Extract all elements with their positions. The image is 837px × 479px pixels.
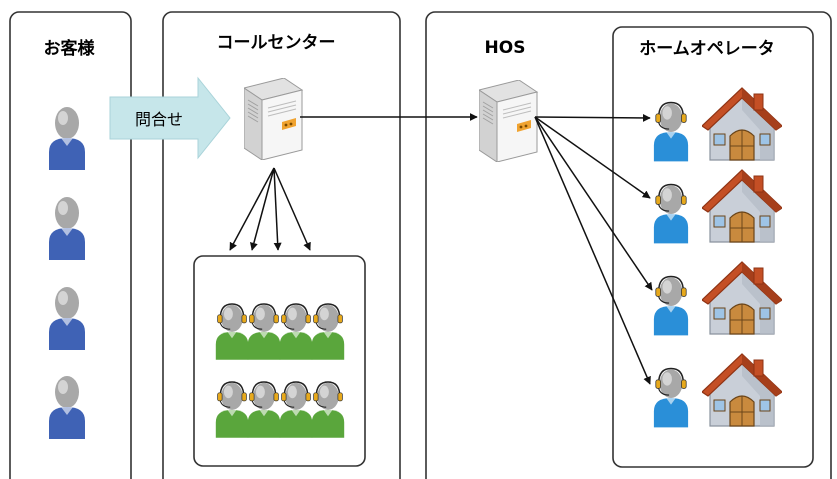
callcenter-server-icon	[244, 78, 303, 160]
callcenter-title: コールセンター	[217, 33, 336, 53]
inquiry-label: 問合せ	[135, 110, 183, 129]
arrow-hos-to-operator	[534, 116, 653, 291]
customer-title: お客様	[44, 38, 96, 59]
arrow-to-agents	[273, 167, 311, 251]
arrow-hos-to-operator	[534, 116, 651, 385]
hos-server-icon	[479, 80, 538, 162]
arrow-to-agents	[229, 167, 275, 251]
arrow-to-agents	[250, 167, 275, 251]
hos-title: HOS	[485, 38, 526, 58]
arrow-to-agents	[273, 167, 282, 251]
arrow-hos-to-operator	[534, 113, 651, 122]
inquiry-arrow	[109, 76, 231, 160]
arrow-hos-to-operator	[534, 116, 651, 199]
home-operator-title: ホームオペレータ	[639, 39, 775, 59]
